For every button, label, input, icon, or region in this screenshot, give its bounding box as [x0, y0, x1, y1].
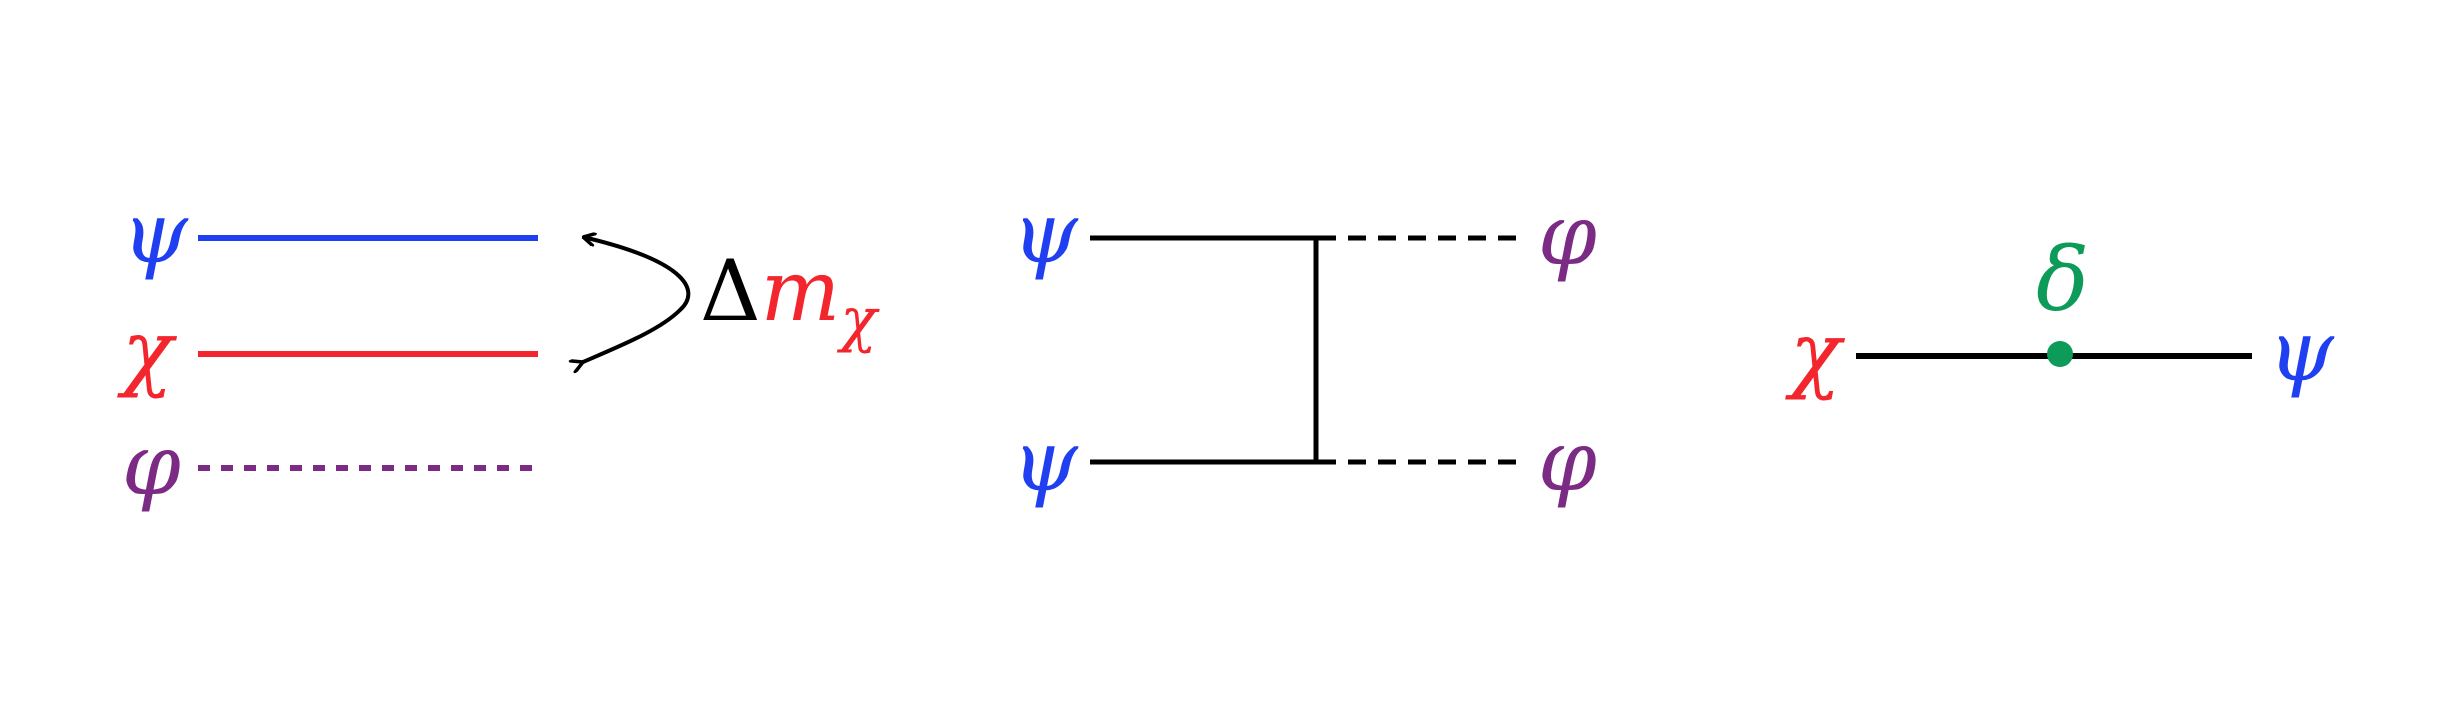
delta-symbol: Δ: [700, 242, 761, 340]
mixing-vertex-dot: [2047, 341, 2073, 367]
chi-level-label: χ: [117, 302, 178, 400]
phi-bottom-right-label: φ: [1538, 412, 1597, 510]
box-diagram-panel: ψ ψ φ φ: [1012, 184, 1597, 510]
energy-levels-panel: ψ χ φ Δmχ: [117, 184, 880, 514]
chi-subscript: χ: [836, 285, 880, 355]
psi-top-left-label: ψ: [1012, 184, 1079, 282]
delta-m-chi-label: Δmχ: [700, 242, 880, 355]
delta-vertex-label: δ: [2036, 228, 2089, 331]
psi-bottom-left-label: ψ: [1012, 412, 1079, 510]
mass-splitting-arrow: [583, 237, 691, 362]
phi-level-label: φ: [122, 416, 181, 514]
psi-level-label: ψ: [122, 184, 189, 282]
psi-right-label: ψ: [2268, 302, 2335, 400]
mixing-panel: χ δ ψ: [1785, 228, 2335, 402]
m-symbol: m: [761, 242, 841, 340]
chi-left-label: χ: [1785, 304, 1846, 402]
phi-top-right-label: φ: [1538, 186, 1597, 284]
